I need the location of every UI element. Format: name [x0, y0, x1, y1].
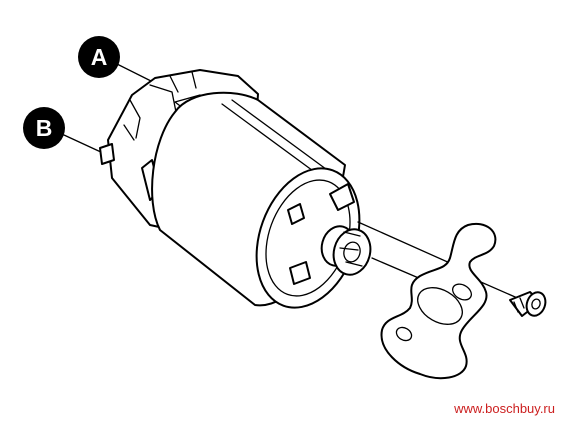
watermark-text: www.boschbuy.ru	[454, 401, 555, 416]
callout-b-label: B	[36, 115, 53, 141]
callout-a: A	[78, 36, 120, 78]
terminal-tab	[99, 143, 115, 165]
leader-line-b	[63, 134, 104, 154]
leader-line-a	[114, 62, 154, 83]
screw	[509, 291, 547, 317]
callout-a-label: A	[91, 44, 108, 70]
pinion-gear	[320, 225, 372, 276]
mounting-plate	[380, 222, 497, 380]
callout-b: B	[23, 107, 65, 149]
